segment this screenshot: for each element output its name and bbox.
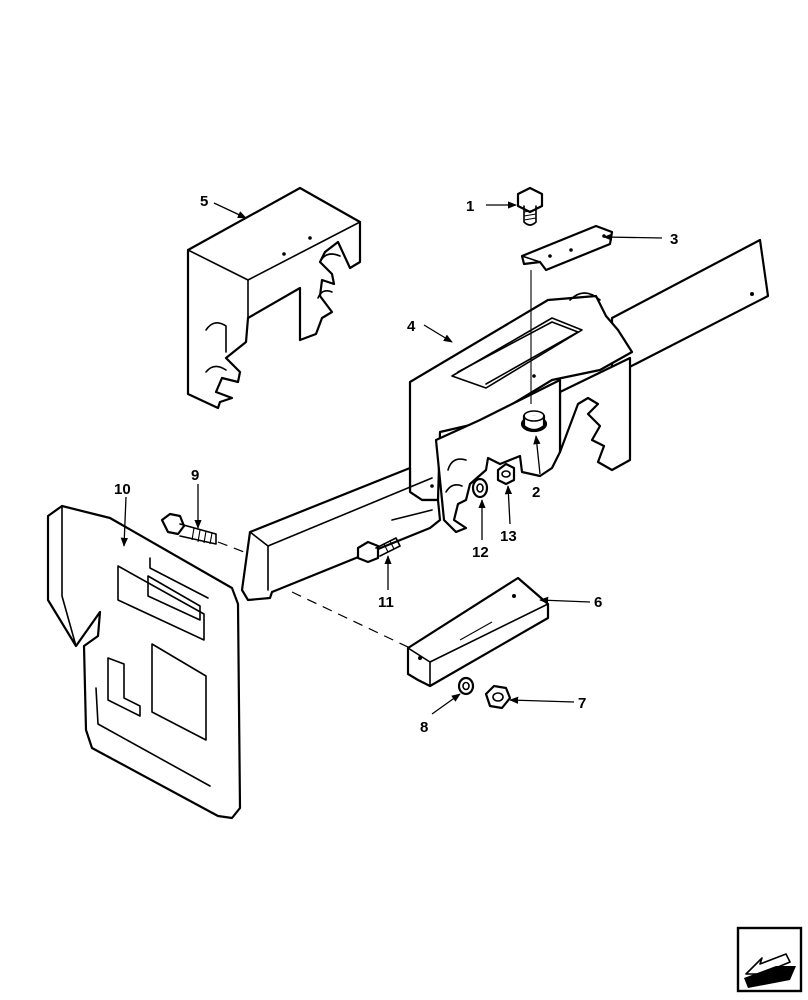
next-page-arrow-icon[interactable] xyxy=(736,926,803,993)
callout-10: 10 xyxy=(114,481,131,498)
part-7-nut xyxy=(484,684,512,710)
part-5-u-bracket xyxy=(186,186,362,410)
callout-labels: 1 2 3 4 5 6 7 8 9 10 11 12 13 xyxy=(114,193,678,736)
callout-4: 4 xyxy=(407,318,416,335)
callout-3: 3 xyxy=(670,231,678,248)
part-11-bolt xyxy=(356,537,401,564)
part-8-washer xyxy=(457,676,475,696)
part-1-bolt xyxy=(516,186,544,226)
callout-6: 6 xyxy=(594,594,602,611)
callout-2: 2 xyxy=(532,484,540,501)
callout-11: 11 xyxy=(378,594,394,611)
part-9-bolt xyxy=(160,512,217,545)
callout-13: 13 xyxy=(500,528,517,545)
callout-7: 7 xyxy=(578,695,586,712)
callout-9: 9 xyxy=(191,467,199,484)
callout-5: 5 xyxy=(200,193,208,210)
part-3-strap xyxy=(520,224,614,404)
part-4-main-frame xyxy=(240,238,770,602)
callout-1: 1 xyxy=(466,198,474,215)
part-2-flange-nut xyxy=(520,410,548,433)
part-13-nut xyxy=(496,462,516,486)
leader-lines xyxy=(120,201,663,715)
callout-12: 12 xyxy=(472,544,489,561)
part-10-counterweight xyxy=(46,504,242,820)
part-6-angle-bracket xyxy=(406,576,550,688)
part-12-washer xyxy=(471,477,489,499)
callout-8: 8 xyxy=(420,719,428,736)
